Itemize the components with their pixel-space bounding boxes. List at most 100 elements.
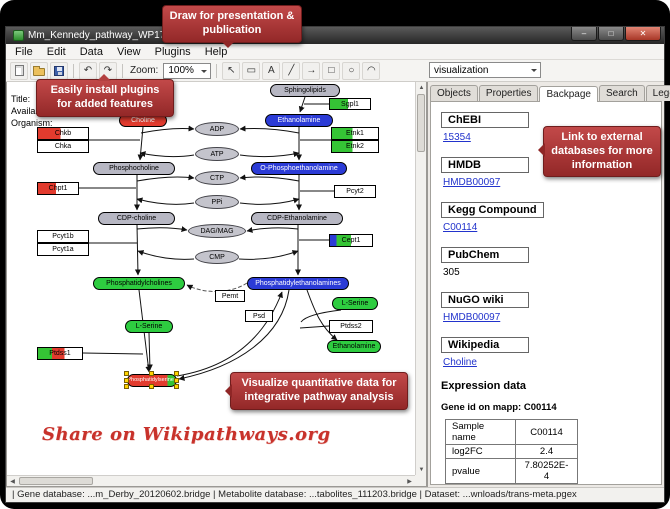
pathway-node-ethanolamine-30[interactable]: Ethanolamine xyxy=(327,340,381,353)
pathway-node-ptdss2-28[interactable]: Ptdss2 xyxy=(329,320,373,333)
vertical-scroll-thumb[interactable] xyxy=(417,94,425,152)
arc-tool-button[interactable]: ◠ xyxy=(362,61,381,80)
new-file-button[interactable] xyxy=(10,61,28,80)
selection-handle[interactable] xyxy=(124,384,129,389)
line-tool-button[interactable]: ╱ xyxy=(282,61,301,80)
pathway-edge xyxy=(300,309,342,323)
open-file-button[interactable] xyxy=(30,61,48,80)
pathway-edge xyxy=(239,125,300,134)
selection-handle[interactable] xyxy=(149,371,154,376)
tab-backpage[interactable]: Backpage xyxy=(539,86,598,102)
scroll-right-arrow[interactable]: ▶ xyxy=(407,479,412,485)
backpage-value-wikipedia[interactable]: Choline xyxy=(443,357,477,368)
pathway-edge xyxy=(139,151,195,158)
selection-handle[interactable] xyxy=(149,384,154,389)
pathway-node-phosphocholine-10[interactable]: Phosphocholine xyxy=(93,162,175,175)
pathway-node-chkb-4[interactable]: Chkb xyxy=(37,127,89,140)
scroll-down-arrow[interactable]: ▼ xyxy=(418,466,425,473)
pathway-edge xyxy=(238,250,299,260)
pathway-node-psd-26[interactable]: Psd xyxy=(245,310,273,322)
backpage-value-kegg-compound[interactable]: C00114 xyxy=(443,222,478,233)
pathway-node-ethanolamine-3[interactable]: Ethanolamine xyxy=(265,114,333,127)
pathway-node-cept1-21[interactable]: Cept1 xyxy=(329,234,373,247)
vertical-scrollbar[interactable]: ▲ ▼ xyxy=(415,82,426,475)
pathway-node-chpt1-13[interactable]: Chpt1 xyxy=(37,182,79,195)
selection-handle[interactable] xyxy=(124,371,129,376)
pathway-node-pcyt1a-20[interactable]: Pcyt1a xyxy=(37,243,89,256)
backpage-header-pubchem: PubChem xyxy=(441,247,529,263)
app-icon xyxy=(13,30,24,41)
tab-search[interactable]: Search xyxy=(598,85,645,101)
scroll-up-arrow[interactable]: ▲ xyxy=(418,84,425,91)
selection-handle[interactable] xyxy=(174,377,179,383)
tab-properties[interactable]: Properties xyxy=(478,85,539,101)
backpage-value-hmdb[interactable]: HMDB00097 xyxy=(443,177,501,188)
selection-handle[interactable] xyxy=(124,377,129,383)
pathway-node-ppi-15[interactable]: PPi xyxy=(195,195,239,209)
tab-legend[interactable]: Legend xyxy=(645,85,670,101)
pathway-node-pcyt2-14[interactable]: Pcyt2 xyxy=(334,185,376,198)
minimize-button[interactable]: – xyxy=(571,27,597,41)
pathway-node-sphingolipids-0[interactable]: Sphingolipids xyxy=(270,84,340,97)
menubar: File Edit Data View Plugins Help xyxy=(6,44,664,60)
save-file-button[interactable] xyxy=(50,61,68,80)
pathway-edge xyxy=(239,151,300,158)
menu-file[interactable]: File xyxy=(15,45,33,58)
undo-button[interactable]: ↶ xyxy=(79,61,97,80)
callout-visualize-text: Visualize quantitative data for integrat… xyxy=(241,377,397,403)
backpage-section-pubchem: PubChem 305 xyxy=(441,245,651,278)
horizontal-scrollbar[interactable]: ◀ ▶ xyxy=(7,475,415,486)
pathway-node-ctp-12[interactable]: CTP xyxy=(195,171,239,185)
pathway-node-l-serine-27[interactable]: L-Serine xyxy=(332,297,378,310)
horizontal-scroll-thumb[interactable] xyxy=(19,477,93,485)
pathway-node-pemt-25[interactable]: Pemt xyxy=(215,290,245,302)
zoom-combobox[interactable]: 100% xyxy=(163,62,212,79)
menu-help[interactable]: Help xyxy=(204,45,228,58)
ellipse-tool-button[interactable]: ○ xyxy=(342,61,361,80)
pathway-canvas[interactable]: Title:Availability:Organism:Sphingolipid… xyxy=(7,82,415,475)
rectangle-tool-button[interactable]: □ xyxy=(322,61,341,80)
visualization-combobox[interactable]: visualization xyxy=(429,62,541,78)
pathway-node-o-phosphoethanolamine-11[interactable]: O-Phosphoethanolamine xyxy=(251,162,347,175)
maximize-button[interactable]: □ xyxy=(598,27,624,41)
pathway-node-ptdss1-31[interactable]: Ptdss1 xyxy=(37,347,83,360)
pathway-node-pcyt1b-19[interactable]: Pcyt1b xyxy=(37,230,89,243)
datanode-tool-button[interactable]: ▭ xyxy=(242,61,261,80)
backpage-value-nugo-wiki[interactable]: HMDB00097 xyxy=(443,312,501,323)
label-tool-button[interactable]: A xyxy=(262,61,281,80)
menu-view[interactable]: View xyxy=(116,45,141,58)
pathway-edge xyxy=(134,224,141,276)
pathway-node-dag-mag-18[interactable]: DAG/MAG xyxy=(188,224,246,238)
close-button[interactable]: ✕ xyxy=(625,27,661,41)
pathway-node-adp-8[interactable]: ADP xyxy=(195,122,239,136)
open-file-icon xyxy=(33,65,45,76)
pathway-node-phosphatidylcholines-23[interactable]: Phosphatidylcholines xyxy=(93,277,185,290)
scroll-left-arrow[interactable]: ◀ xyxy=(10,479,15,485)
pathway-node-cmp-22[interactable]: CMP xyxy=(195,250,239,264)
menu-plugins[interactable]: Plugins xyxy=(154,45,191,58)
tab-objects[interactable]: Objects xyxy=(430,85,478,101)
pathway-node-sgpl1-1[interactable]: Sgpl1 xyxy=(329,98,371,110)
pathway-node-l-serine-29[interactable]: L-Serine xyxy=(125,320,173,333)
pathway-node-etnk2-7[interactable]: Etnk2 xyxy=(331,140,379,153)
selection-handle[interactable] xyxy=(174,384,179,389)
backpage-value-pubchem: 305 xyxy=(443,267,460,278)
pathway-edge xyxy=(137,250,195,260)
pathway-edge xyxy=(176,291,283,377)
select-tool-button[interactable]: ↖ xyxy=(222,61,241,80)
selection-handle[interactable] xyxy=(174,371,179,376)
pathway-node-phosphatidylethanolamines-24[interactable]: Phosphatidylethanolamines xyxy=(247,277,349,290)
pathway-node-cdp-ethanolamine-17[interactable]: CDP-Ethanolamine xyxy=(251,212,343,225)
backpage-value-chebi[interactable]: 15354 xyxy=(443,132,471,143)
menu-edit[interactable]: Edit xyxy=(46,45,66,58)
pathway-node-cdp-choline-16[interactable]: CDP-choline xyxy=(98,212,175,225)
pathway-node-atp-9[interactable]: ATP xyxy=(195,147,239,161)
menu-data[interactable]: Data xyxy=(79,45,103,58)
pathway-node-etnk1-6[interactable]: Etnk1 xyxy=(331,127,379,140)
pathway-node-chka-5[interactable]: Chka xyxy=(37,140,89,153)
arrow-tool-button[interactable]: → xyxy=(302,61,321,80)
